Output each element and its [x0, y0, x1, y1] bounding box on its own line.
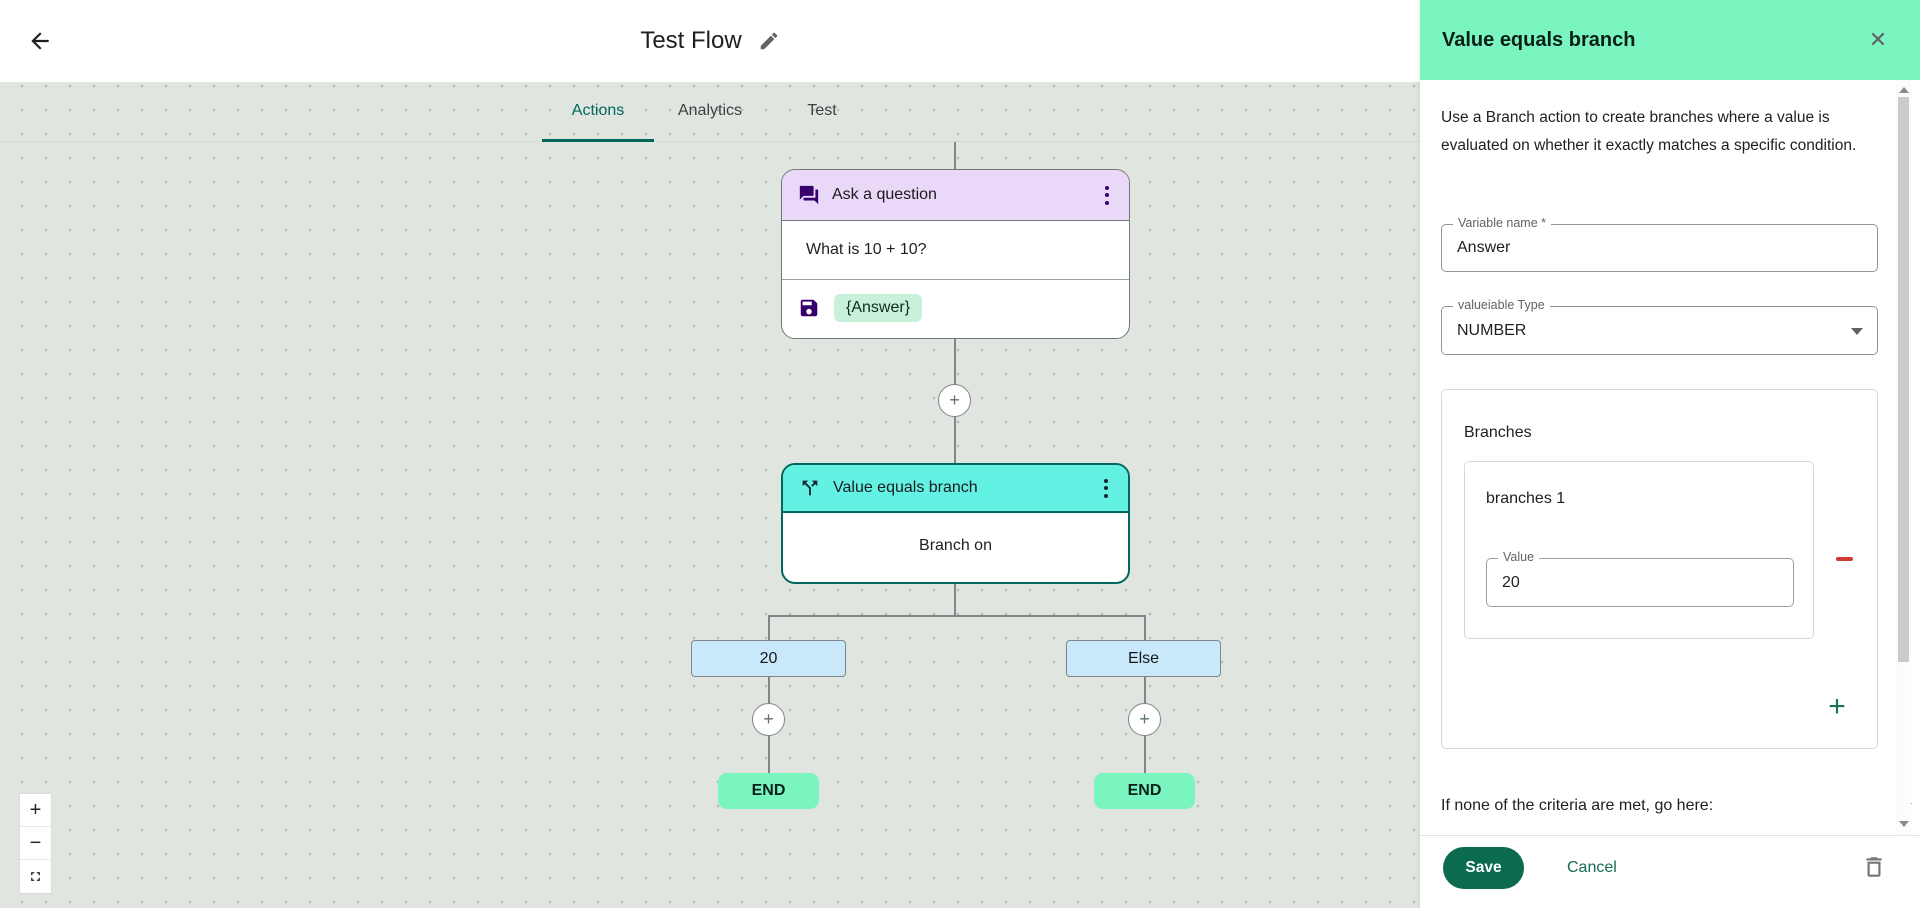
top-bar: Test Flow — [0, 0, 1420, 82]
back-button[interactable] — [20, 21, 60, 61]
zoom-in-button[interactable]: + — [20, 794, 51, 827]
plus-icon: + — [1139, 709, 1150, 729]
value-equals-branch-node[interactable]: Value equals branch Branch on — [781, 463, 1130, 584]
node-title: Value equals branch — [833, 479, 978, 496]
canvas-zoom-controls: + − — [19, 793, 52, 894]
node-menu-button[interactable] — [1100, 475, 1112, 502]
branch-on-text: Branch on — [919, 537, 992, 554]
end-node: END — [718, 773, 819, 809]
chevron-down-icon — [1851, 328, 1863, 335]
variable-name-field: Variable name * — [1441, 216, 1878, 272]
node-menu-button[interactable] — [1101, 182, 1113, 209]
variable-type-select[interactable]: valueiable Type NUMBER — [1441, 298, 1878, 355]
variable-name-input[interactable] — [1442, 225, 1877, 271]
remove-branch-button[interactable] — [1830, 545, 1858, 573]
add-step-button[interactable]: + — [938, 384, 971, 417]
variable-name-label: Variable name * — [1453, 216, 1552, 230]
branch-value-input[interactable] — [1487, 559, 1793, 606]
node-title: Ask a question — [832, 186, 937, 203]
delete-action-button[interactable] — [1858, 852, 1890, 884]
connector-line — [954, 142, 956, 169]
branch-split-icon — [802, 480, 818, 496]
fit-view-button[interactable] — [20, 860, 51, 893]
scroll-up-icon[interactable] — [1899, 87, 1909, 93]
save-button[interactable]: Save — [1443, 847, 1524, 889]
connector-line — [768, 615, 770, 640]
ask-question-node-header: Ask a question — [782, 170, 1129, 221]
branches-section-title: Branches — [1464, 424, 1532, 441]
tab-test[interactable]: Test — [807, 101, 837, 119]
panel-title: Value equals branch — [1442, 28, 1636, 51]
save-variable-icon — [800, 299, 818, 317]
chat-forum-icon — [799, 185, 819, 205]
branch-value-label: Value — [1498, 550, 1540, 564]
connector-line — [1144, 615, 1146, 640]
edit-title-button[interactable] — [758, 30, 780, 52]
flow-title: Test Flow — [640, 27, 742, 54]
flow-canvas[interactable]: Actions Analytics Test + + + Ask a quest… — [0, 82, 1420, 908]
panel-scrollbar[interactable] — [1896, 80, 1911, 835]
trash-icon — [1866, 856, 1882, 877]
tab-bar: Actions Analytics Test — [0, 82, 1420, 142]
fallback-target-label: If none of the criteria are met, go here… — [1441, 797, 1714, 814]
variable-type-label: valueiable Type — [1453, 298, 1550, 312]
add-branch-button[interactable]: + — [1821, 691, 1853, 723]
fit-view-icon — [31, 872, 40, 881]
plus-icon: + — [763, 709, 774, 729]
close-panel-button[interactable]: ✕ — [1862, 24, 1894, 56]
variable-chip: {Answer} — [834, 294, 923, 322]
branch-item-name: branches 1 — [1486, 490, 1566, 507]
branches-section: Branches branches 1 Value + — [1441, 389, 1878, 749]
save-variable-row: {Answer} — [782, 280, 1129, 336]
branch-item-card: branches 1 Value — [1464, 461, 1814, 639]
end-node: END — [1094, 773, 1195, 809]
add-step-button[interactable]: + — [1128, 703, 1161, 736]
variable-type-value: NUMBER — [1457, 321, 1527, 339]
minus-icon — [1835, 557, 1853, 561]
branch-value-field: Value — [1486, 550, 1794, 607]
cancel-button[interactable]: Cancel — [1567, 847, 1617, 889]
connector-line — [954, 584, 956, 616]
branch-node-header: Value equals branch — [783, 465, 1128, 513]
connector-line — [768, 615, 1146, 617]
tab-analytics[interactable]: Analytics — [677, 101, 743, 119]
pencil-icon — [760, 32, 777, 50]
branch-else-label[interactable]: Else — [1066, 640, 1221, 677]
back-arrow-icon — [31, 32, 49, 50]
fallback-target-select[interactable]: If none of the criteria are met, go here… — [1441, 797, 1912, 815]
question-text: What is 10 + 10? — [782, 221, 1129, 280]
ask-question-node[interactable]: Ask a question What is 10 + 10? {Answer} — [781, 169, 1130, 339]
panel-footer-divider — [1420, 835, 1920, 836]
branch-case-label[interactable]: 20 — [691, 640, 846, 677]
scrollbar-thumb[interactable] — [1898, 97, 1909, 662]
action-config-panel: Value equals branch ✕ Use a Branch actio… — [1420, 0, 1920, 908]
scroll-down-icon[interactable] — [1899, 821, 1909, 827]
panel-header: Value equals branch — [1420, 0, 1920, 80]
branch-description: Use a Branch action to create branches w… — [1441, 109, 1857, 154]
tab-actions[interactable]: Actions — [542, 82, 654, 142]
plus-icon: + — [949, 390, 960, 410]
zoom-out-button[interactable]: − — [20, 827, 51, 860]
add-step-button[interactable]: + — [752, 703, 785, 736]
